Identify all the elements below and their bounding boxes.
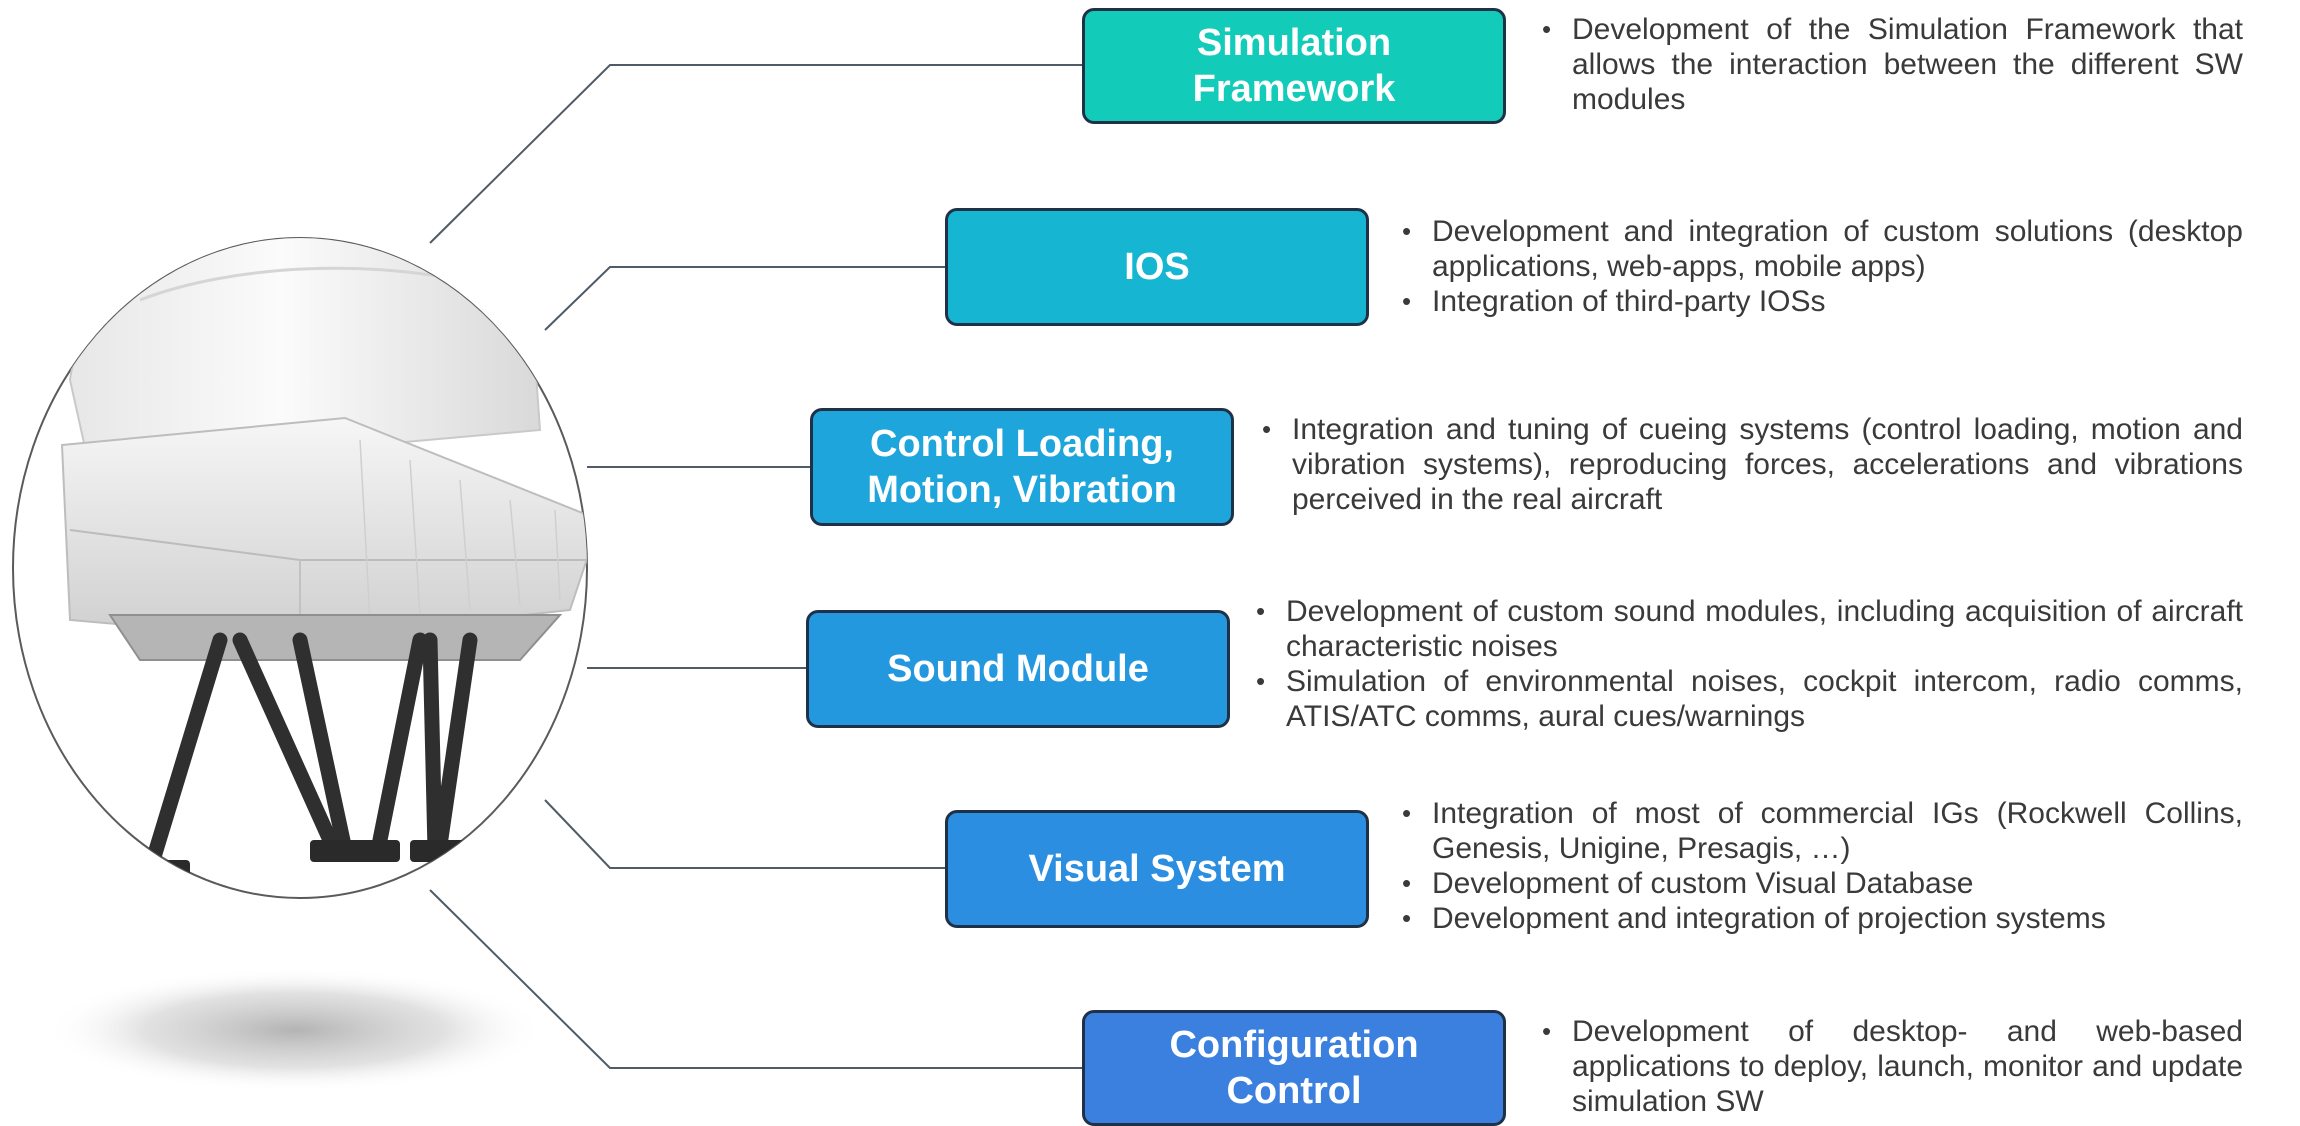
bullet-item: Integration of most of commercial IGs (R… xyxy=(1398,796,2243,866)
configuration-control-description: Development of desktop- and web-based ap… xyxy=(1538,1014,2243,1119)
simulation-framework-label: Simulation Framework xyxy=(1192,22,1396,110)
ios-label: IOS xyxy=(1124,246,1190,288)
bullet-item: Simulation of environmental noises, cock… xyxy=(1252,664,2243,734)
control-loading-box[interactable]: Control Loading, Motion, Vibration xyxy=(810,408,1234,526)
bullet-item: Development of custom Visual Database xyxy=(1398,866,2243,901)
bullet-item: Development of desktop- and web-based ap… xyxy=(1538,1014,2243,1119)
sound-module-description: Development of custom sound modules, inc… xyxy=(1252,594,2243,734)
control-loading-label: Control Loading, Motion, Vibration xyxy=(867,423,1177,511)
bullet-item: Integration of third-party IOSs xyxy=(1398,284,2243,319)
simulation-framework-description: Development of the Simulation Framework … xyxy=(1538,12,2243,117)
control-loading-description: Integration and tuning of cueing systems… xyxy=(1258,412,2243,517)
visual-system-label: Visual System xyxy=(1028,848,1286,890)
connector-ios xyxy=(544,266,945,331)
bullet-item: Development of the Simulation Framework … xyxy=(1538,12,2243,117)
connector-lines xyxy=(429,64,1082,1069)
simulation-framework-box[interactable]: Simulation Framework xyxy=(1082,8,1506,124)
connector-configuration-control xyxy=(429,889,1082,1069)
connector-simulation-framework xyxy=(429,64,1082,244)
sound-module-box[interactable]: Sound Module xyxy=(806,610,1230,728)
bullet-item: Development and integration of custom so… xyxy=(1398,214,2243,284)
bullet-item: Integration and tuning of cueing systems… xyxy=(1258,412,2243,517)
configuration-control-label: Configuration Control xyxy=(1169,1024,1419,1112)
floor-shadow xyxy=(45,968,545,1092)
sound-module-label: Sound Module xyxy=(887,648,1149,690)
ios-description: Development and integration of custom so… xyxy=(1398,214,2243,319)
visual-system-box[interactable]: Visual System xyxy=(945,810,1369,928)
bullet-item: Development and integration of projectio… xyxy=(1398,901,2243,936)
visual-system-description: Integration of most of commercial IGs (R… xyxy=(1398,796,2243,936)
ios-box[interactable]: IOS xyxy=(945,208,1369,326)
connector-visual-system xyxy=(544,799,945,869)
bullet-item: Development of custom sound modules, inc… xyxy=(1252,594,2243,664)
configuration-control-box[interactable]: Configuration Control xyxy=(1082,1010,1506,1126)
